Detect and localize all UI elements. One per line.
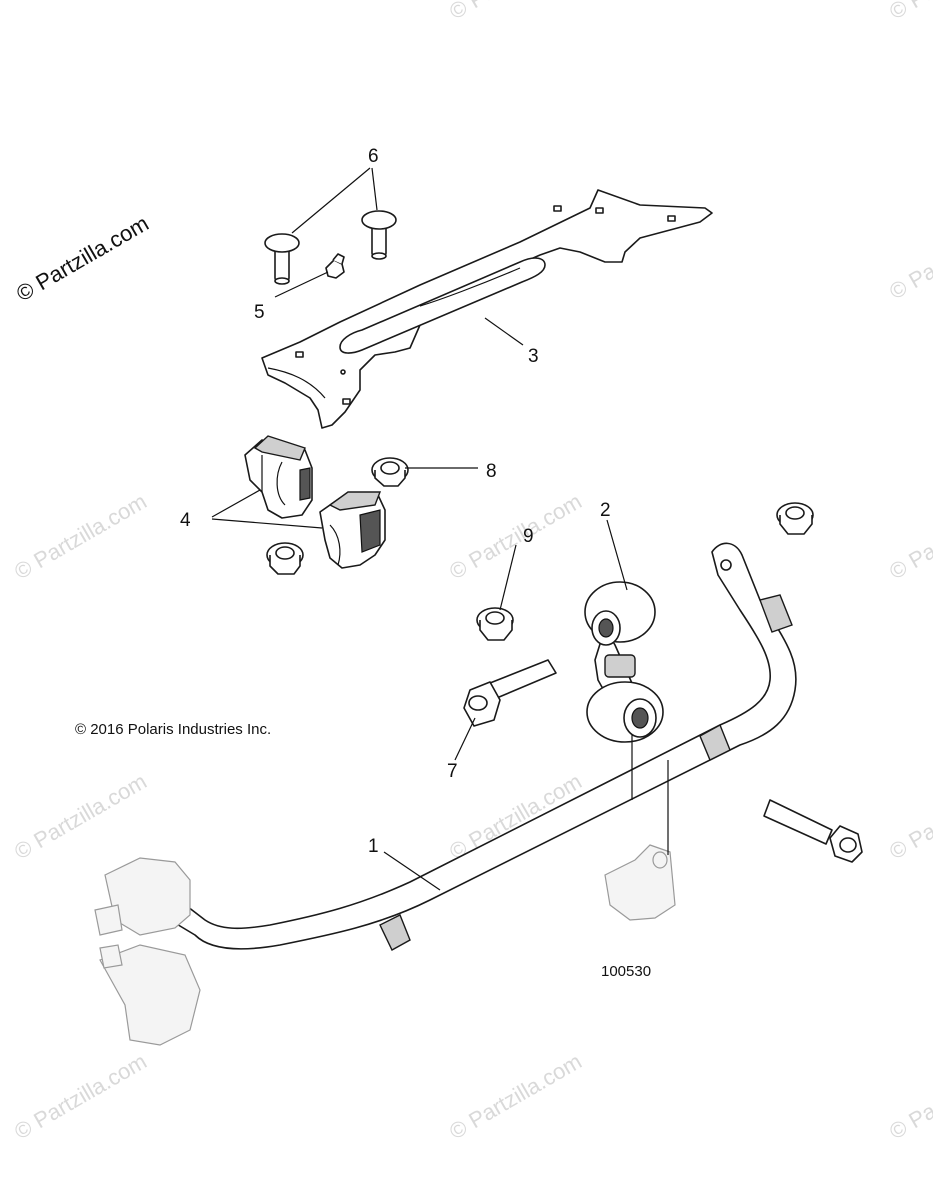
watermark: © Partzilla.com [10, 489, 151, 585]
watermark: © Partzilla.com [10, 769, 151, 865]
bolt-right [763, 799, 863, 863]
part-9-nut-a [476, 607, 514, 641]
part-9-nut-b [776, 502, 814, 535]
watermark: © Partzilla.com [445, 1049, 586, 1145]
watermark: © Partzilla.com [445, 0, 586, 24]
part-1-stabilizer-bar [119, 542, 797, 951]
watermark-main: © Partzilla.com [12, 211, 153, 307]
part-2-end-link [584, 581, 664, 743]
watermark: © Partzilla.com [885, 209, 933, 305]
watermark: © Partzilla.com [885, 1049, 933, 1145]
watermark: © Partzilla.com [885, 769, 933, 865]
part-8-nut-b [266, 542, 304, 575]
watermark: © Partzilla.com [10, 1049, 151, 1145]
leader-lines [211, 167, 669, 891]
diagram-number: 100530 [601, 963, 651, 980]
part-4-bushing-a [244, 435, 313, 519]
callouts: 1 2 3 4 5 6 7 8 9 [180, 146, 611, 857]
callout-9: 9 [523, 526, 534, 547]
part-5-fitting [325, 253, 345, 279]
watermark: © Partzilla.com [445, 489, 586, 585]
callout-1: 1 [368, 836, 379, 857]
callout-8: 8 [486, 461, 497, 482]
part-6-bolt-b [361, 210, 397, 260]
callout-6: 6 [368, 146, 379, 167]
part-6-bolt-a [264, 233, 300, 285]
part-4-bushing-b [319, 491, 386, 569]
ghost-bracket-left [94, 857, 201, 1046]
copyright-text: © 2016 Polaris Industries Inc. [75, 721, 271, 738]
callout-3: 3 [528, 346, 539, 367]
callout-7: 7 [447, 761, 458, 782]
callout-5: 5 [254, 302, 265, 323]
watermark: © Partzilla.com [885, 0, 933, 24]
part-3-plate [261, 189, 713, 429]
ghost-bracket-right [604, 844, 676, 921]
callout-4: 4 [180, 510, 191, 531]
callout-2: 2 [600, 500, 611, 521]
part-7-bolt [463, 659, 557, 727]
part-8-nut-a [371, 457, 409, 487]
watermark: © Partzilla.com [885, 489, 933, 585]
